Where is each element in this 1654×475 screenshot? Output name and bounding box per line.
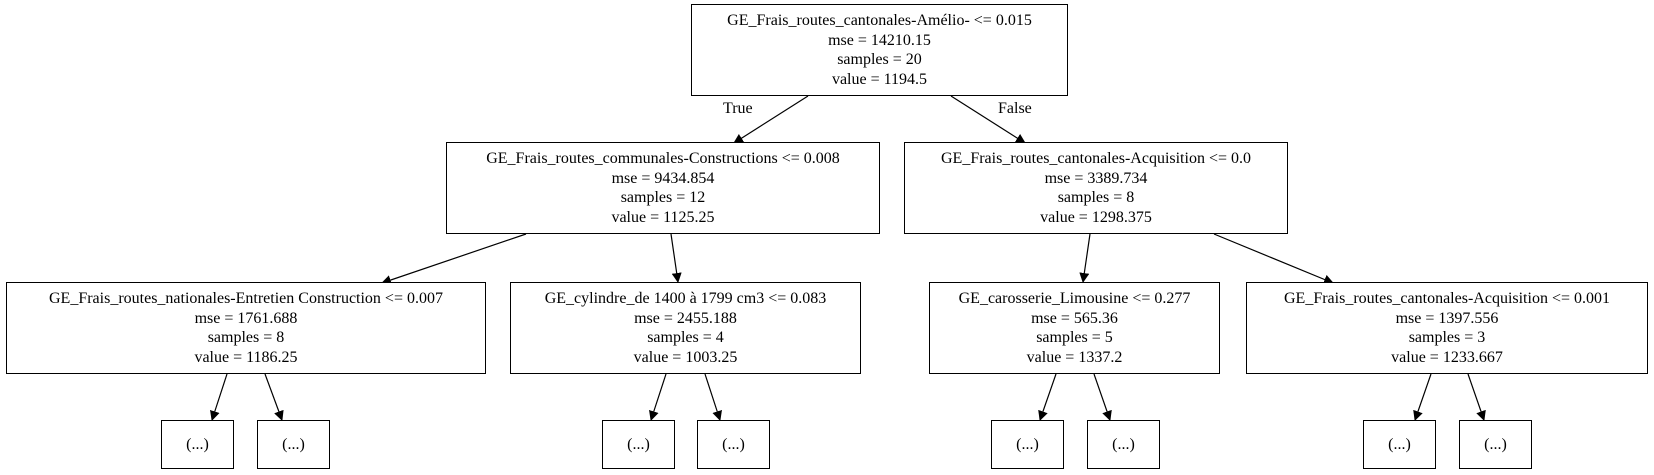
edge-root-right <box>950 95 1026 144</box>
edge-left-leftright <box>670 233 682 283</box>
node-split-condition: GE_Frais_routes_cantonales-Acquisition <… <box>941 150 1251 167</box>
node-mse: mse = 565.36 <box>1031 309 1118 327</box>
edge-rl-leaf1 <box>1038 373 1057 421</box>
node-mse: mse = 3389.734 <box>1044 169 1148 187</box>
node-split-condition: GE_Frais_routes_cantonales-Acquisition <… <box>1284 290 1610 307</box>
node-split-condition: GE_cylindre_de 1400 à 1799 cm3 <= 0.083 <box>544 290 827 307</box>
node-samples: samples = 8 <box>207 329 285 346</box>
node-samples: samples = 4 <box>647 329 724 346</box>
edge-right-rightleft <box>1079 233 1091 283</box>
tree-node-left-left: GE_Frais_routes_nationales-Entretien Con… <box>6 282 486 374</box>
node-value: value = 1337.2 <box>1026 348 1123 366</box>
truncated-node: (...) <box>257 420 330 469</box>
node-mse: mse = 1761.688 <box>194 309 298 327</box>
node-value: value = 1194.5 <box>831 70 928 88</box>
node-samples: samples = 5 <box>1036 329 1113 346</box>
node-value: value = 1233.667 <box>1391 348 1503 366</box>
truncated-node: (...) <box>991 420 1064 469</box>
edge-label-true: True <box>723 100 753 117</box>
node-split-condition: GE_Frais_routes_cantonales-Amélio- <= 0.… <box>727 12 1032 29</box>
tree-node-root: GE_Frais_routes_cantonales-Amélio- <= 0.… <box>691 4 1068 96</box>
node-value: value = 1125.25 <box>611 208 715 226</box>
truncated-node: (...) <box>161 420 234 469</box>
node-samples: samples = 3 <box>1408 329 1486 346</box>
node-samples: samples = 8 <box>1057 189 1135 206</box>
edge-label-false: False <box>998 100 1032 117</box>
node-value: value = 1298.375 <box>1040 208 1152 226</box>
edge-rr-leaf1 <box>1413 373 1432 421</box>
truncated-node: (...) <box>1459 420 1532 469</box>
node-split-condition: GE_Frais_routes_communales-Constructions… <box>486 150 840 167</box>
node-value: value = 1186.25 <box>194 348 298 366</box>
node-samples: samples = 12 <box>620 189 706 206</box>
node-split-condition: GE_Frais_routes_nationales-Entretien Con… <box>49 290 443 307</box>
edge-rl-leaf2 <box>1093 373 1112 421</box>
edge-left-leftleft <box>381 233 527 285</box>
truncated-node: (...) <box>697 420 770 469</box>
node-value: value = 1003.25 <box>633 348 738 366</box>
tree-node-right-left: GE_carosserie_Limousine <= 0.277 mse = 5… <box>929 282 1220 374</box>
edge-lr-leaf1 <box>649 373 667 421</box>
edge-lr-leaf2 <box>704 373 722 421</box>
edge-right-rightright <box>1213 233 1334 285</box>
tree-node-left: GE_Frais_routes_communales-Constructions… <box>446 142 880 234</box>
node-split-condition: GE_carosserie_Limousine <= 0.277 <box>958 290 1191 307</box>
node-mse: mse = 1397.556 <box>1395 309 1499 327</box>
edge-ll-leaf1 <box>210 373 228 421</box>
node-mse: mse = 9434.854 <box>611 169 715 187</box>
truncated-node: (...) <box>1087 420 1160 469</box>
node-samples: samples = 20 <box>837 51 922 68</box>
truncated-node: (...) <box>602 420 675 469</box>
truncated-node: (...) <box>1363 420 1436 469</box>
tree-node-right: GE_Frais_routes_cantonales-Acquisition <… <box>904 142 1288 234</box>
tree-node-right-right: GE_Frais_routes_cantonales-Acquisition <… <box>1246 282 1648 374</box>
node-mse: mse = 2455.188 <box>634 309 737 327</box>
edge-ll-leaf2 <box>264 373 284 421</box>
edge-rr-leaf2 <box>1467 373 1486 421</box>
edge-root-left <box>733 95 809 144</box>
node-mse: mse = 14210.15 <box>828 31 931 49</box>
tree-node-left-right: GE_cylindre_de 1400 à 1799 cm3 <= 0.083 … <box>510 282 861 374</box>
